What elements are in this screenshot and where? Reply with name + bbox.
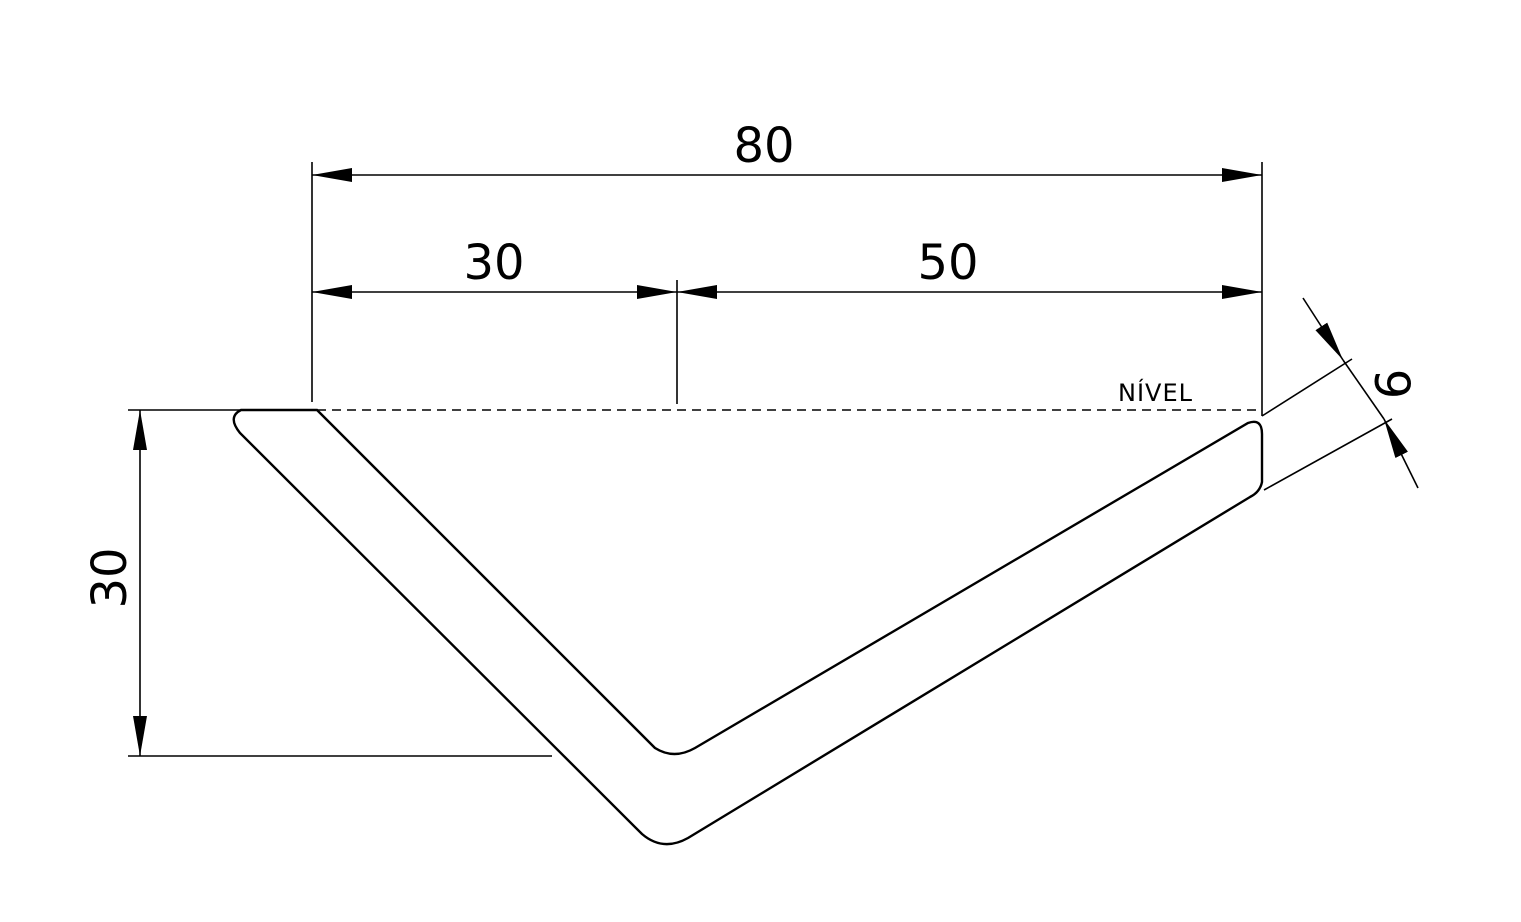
dimension-label-50: 50	[917, 235, 978, 291]
dimension-label-80: 80	[733, 118, 794, 174]
dimension-label-9: 9	[1363, 369, 1419, 400]
profile-outline	[232, 408, 1264, 846]
dimension-line-thickness	[1342, 359, 1385, 420]
extension-line-thickness-top	[1261, 358, 1353, 417]
dimension-label-30-vertical: 30	[82, 547, 138, 608]
level-label: NÍVEL	[1118, 378, 1193, 407]
extension-line-thickness-bottom	[1263, 418, 1393, 491]
dimension-leader-thickness-bottom	[1383, 418, 1419, 489]
dimension-label-30-horizontal: 30	[463, 235, 524, 291]
dimension-leader-thickness-top	[1302, 297, 1344, 361]
